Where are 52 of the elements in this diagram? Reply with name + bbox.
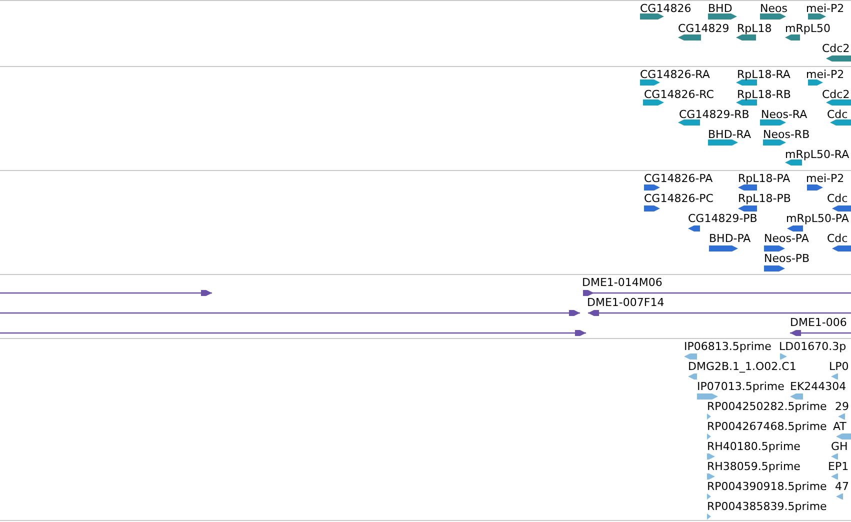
feature-label: BHD-PA	[709, 232, 751, 245]
feature-label: BHD-RA	[708, 128, 751, 141]
feature-label: RpL18-RB	[737, 88, 791, 101]
feature-label: Neos-PB	[764, 252, 810, 265]
feature-label: RP004385839.5prime	[707, 500, 827, 513]
feature-label: Neos-PA	[764, 232, 809, 245]
feature-label: IP06813.5prime	[684, 340, 772, 353]
feature-label: Neos-RA	[761, 108, 808, 121]
feature-label: RP004267468.5prime	[707, 420, 827, 433]
feature-label: CG14826	[640, 2, 692, 15]
feature-label: mRpL50-PA	[786, 212, 849, 225]
feature-label: EK244304	[790, 380, 846, 393]
feature-label: CG14826-RC	[644, 88, 714, 101]
feature-label: EP1	[828, 460, 849, 473]
feature-label: Cdc	[827, 108, 848, 121]
feature-label: DME1-006	[790, 316, 847, 329]
feature-label: GH	[831, 440, 848, 453]
feature-label: AT	[833, 420, 846, 433]
feature-label: CG14826-PC	[644, 192, 714, 205]
feature-label: 29	[835, 400, 849, 413]
feature-label: RP004250282.5prime	[707, 400, 827, 413]
feature-label: Cdc2	[822, 88, 850, 101]
feature-label: CG14826-PA	[644, 172, 713, 185]
feature-label: mei-P2	[806, 2, 844, 15]
feature-label: RpL18-PB	[738, 192, 791, 205]
feature-label: Cdc2	[822, 42, 850, 55]
feature-label: RH40180.5prime	[707, 440, 800, 453]
feature-label: mei-P2	[806, 172, 844, 185]
feature-label: Cdc	[827, 192, 848, 205]
feature-label: LD01670.3p	[779, 340, 846, 353]
feature-label: RpL18	[737, 22, 772, 35]
feature-label: LP0	[829, 360, 849, 373]
feature-label: RP004390918.5prime	[707, 480, 827, 493]
feature-label: RpL18-PA	[738, 172, 790, 185]
feature-label: CG14829-PB	[688, 212, 758, 225]
feature-label: Neos-RB	[763, 128, 810, 141]
feature-label: IP07013.5prime	[697, 380, 784, 393]
feature-label: RH38059.5prime	[707, 460, 800, 473]
feature-label: Cdc	[827, 232, 848, 245]
feature-label: CG14829-RB	[679, 108, 750, 121]
feature-label: DMG2B.1_1.O02.C1	[688, 360, 796, 373]
feature-label: CG14826-RA	[640, 68, 710, 81]
feature-label: CG14829	[678, 22, 730, 35]
feature-label: mRpL50	[785, 22, 830, 35]
feature-label: BHD	[708, 2, 732, 15]
feature-label: RpL18-RA	[737, 68, 790, 81]
feature-label: mei-P2	[806, 68, 844, 81]
feature-label: 47	[835, 480, 849, 493]
feature-label: Neos	[760, 2, 788, 15]
feature-label: DME1-014M06	[582, 276, 662, 289]
feature-label: DME1-007F14	[587, 296, 664, 309]
feature-label: mRpL50-RA	[785, 148, 850, 161]
